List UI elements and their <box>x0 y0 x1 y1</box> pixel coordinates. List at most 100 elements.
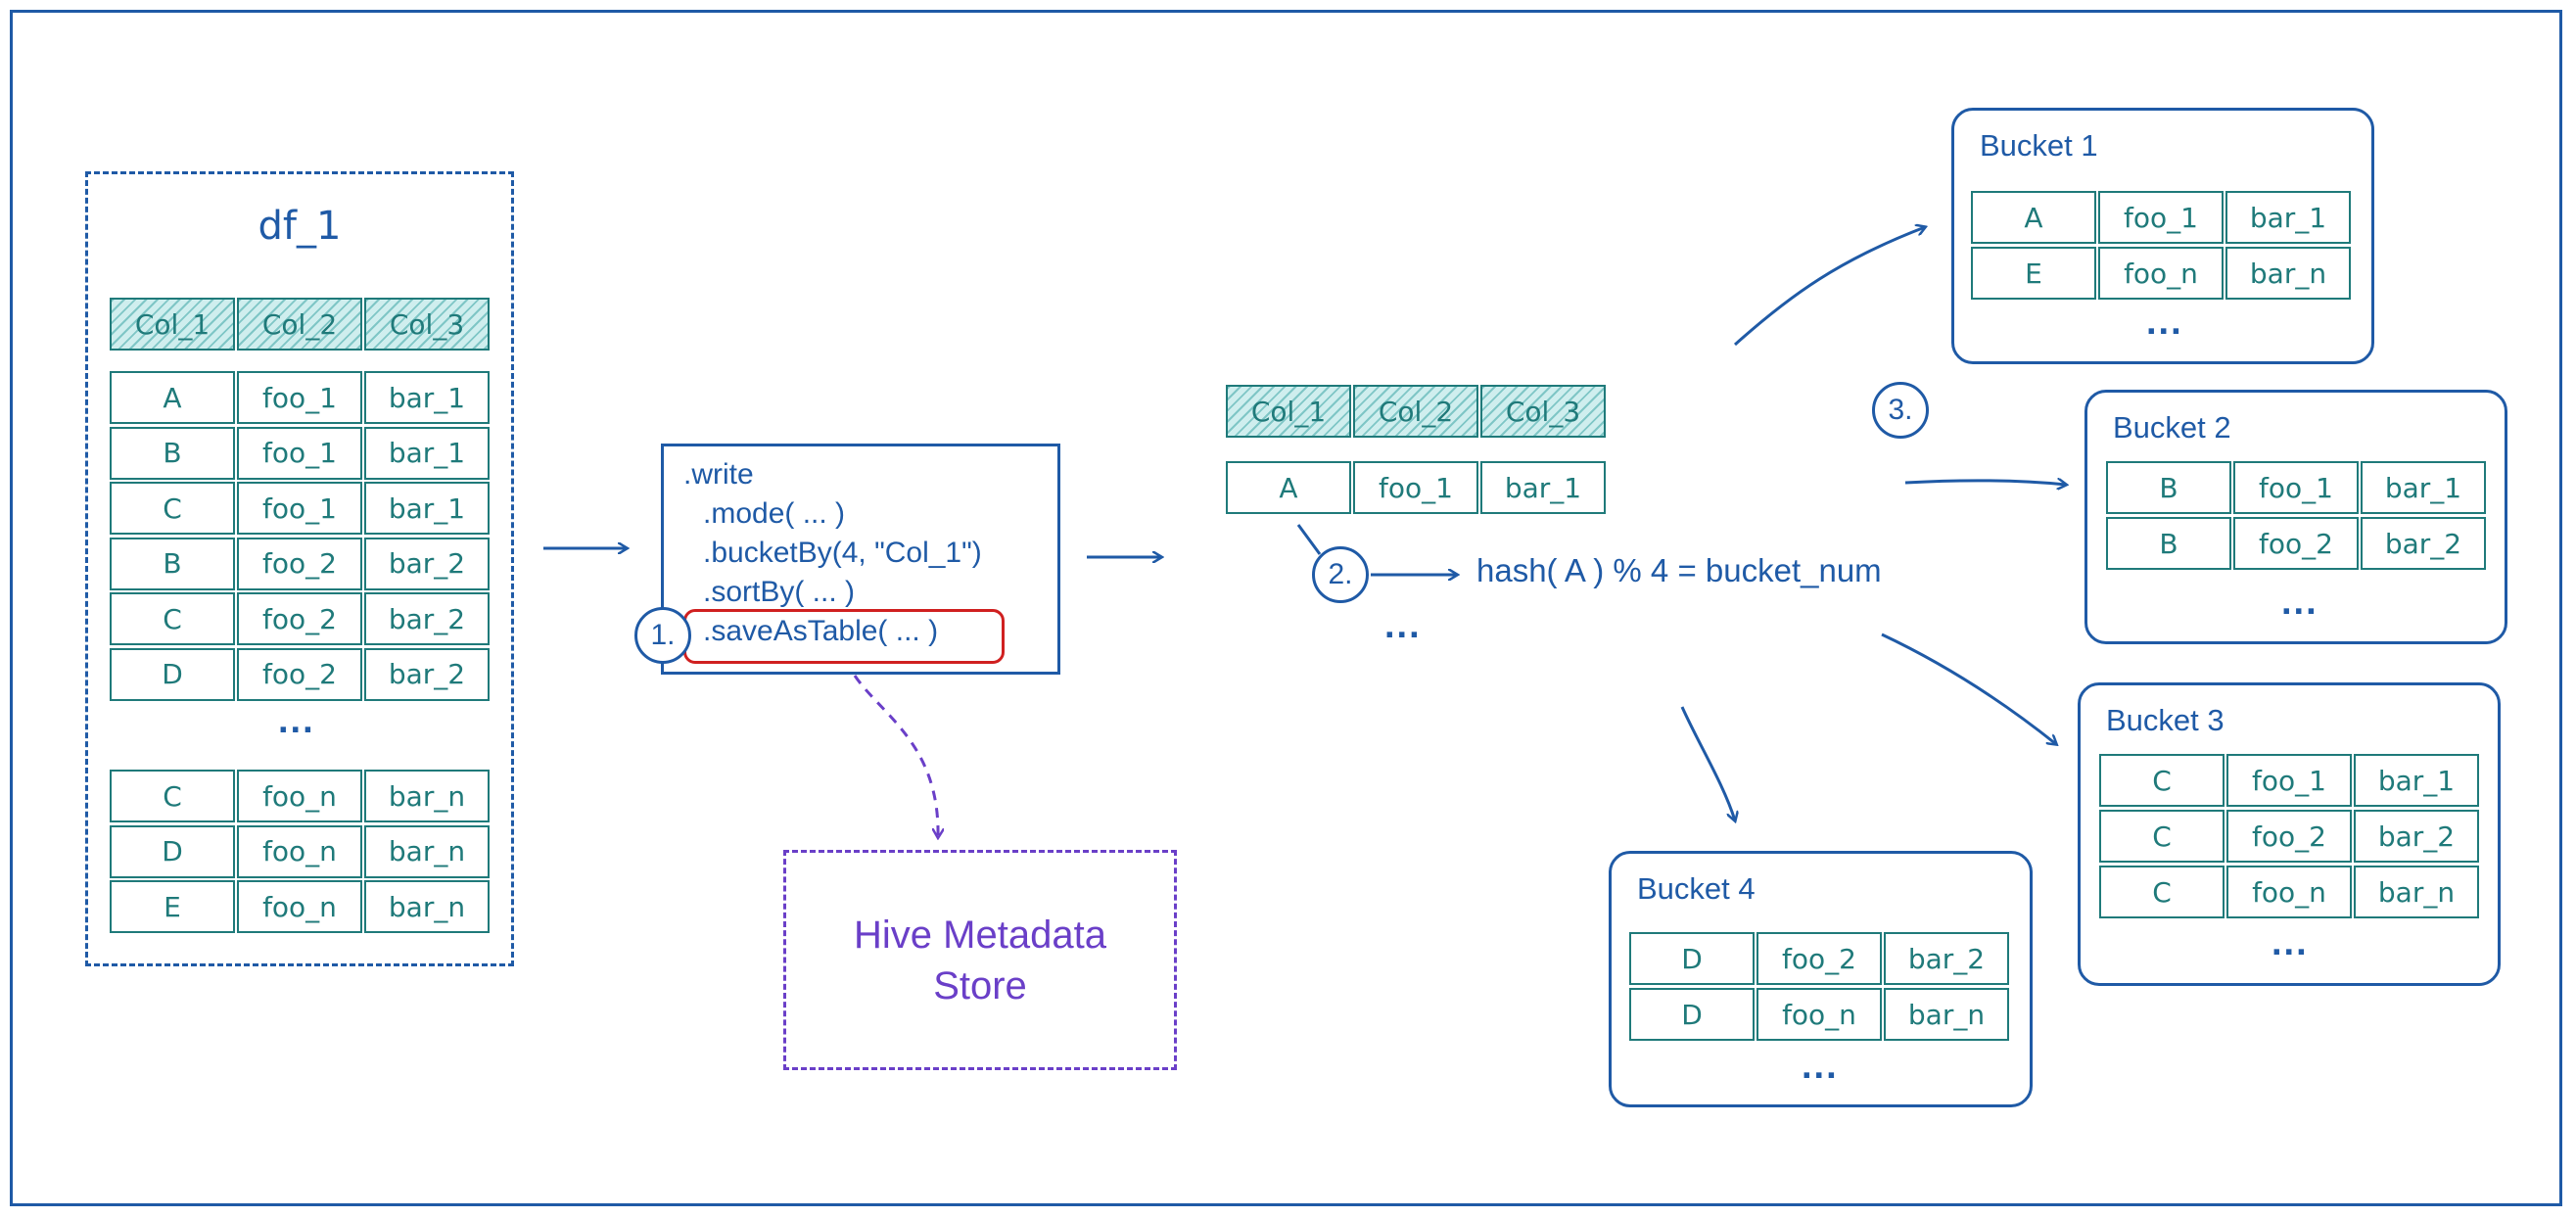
table-cell: B <box>2106 517 2231 570</box>
table-cell: E <box>110 880 235 933</box>
outer-frame <box>10 10 2562 1206</box>
column-header: Col_3 <box>364 298 490 351</box>
table-cell: foo_n <box>237 880 362 933</box>
table-cell: foo_1 <box>2098 191 2224 244</box>
table-cell: foo_1 <box>237 426 362 480</box>
table-cell: bar_1 <box>1480 461 1606 514</box>
column-header: Col_1 <box>110 298 235 351</box>
step-2-marker: 2. <box>1312 546 1369 603</box>
table-cell: A <box>1226 461 1351 514</box>
code-bucketby: .bucketBy(4, "Col_1") <box>703 537 982 569</box>
hive-metadata-store: Hive Metadata Store <box>783 850 1177 1070</box>
hive-line-1: Hive Metadata <box>854 913 1106 957</box>
table-cell: C <box>2099 754 2225 807</box>
bucket-2-title: Bucket 2 <box>2113 410 2231 445</box>
code-write: .write <box>683 458 754 491</box>
arrow-to-bucket-1 <box>1733 227 1925 347</box>
table-cell: bar_2 <box>364 592 490 645</box>
bucket-3-title: Bucket 3 <box>2106 703 2225 737</box>
code-sortby: .sortBy( ... ) <box>703 576 856 608</box>
table-cell: bar_1 <box>364 426 490 480</box>
table-cell: foo_1 <box>2226 754 2352 807</box>
arrow-to-bucket-3 <box>1881 632 2056 744</box>
table-cell: D <box>110 647 235 701</box>
sample-ellipsis: ... <box>1384 605 1422 646</box>
arrow-to-bucket-2 <box>1904 481 2066 485</box>
table-cell: D <box>110 824 235 878</box>
table-cell: A <box>110 371 235 424</box>
step-1-marker: 1. <box>634 607 691 664</box>
table-cell: bar_n <box>364 880 490 933</box>
column-header: Col_3 <box>1480 385 1606 438</box>
table-cell: bar_1 <box>364 482 490 535</box>
table-cell: bar_n <box>1884 988 2009 1041</box>
table-cell: A <box>1971 191 2096 244</box>
bucket-4-title: Bucket 4 <box>1637 871 1756 906</box>
table-cell: bar_2 <box>1884 932 2009 985</box>
column-header: Col_2 <box>237 298 362 351</box>
table-cell: foo_n <box>237 770 362 822</box>
table-cell: foo_2 <box>237 537 362 590</box>
table-cell: bar_2 <box>364 647 490 701</box>
code-saveastable: .saveAsTable( ... ) <box>703 615 939 647</box>
table-cell: B <box>110 426 235 480</box>
table-cell: foo_2 <box>2233 517 2359 570</box>
table-cell: bar_n <box>364 770 490 822</box>
table-cell: bar_1 <box>2354 754 2479 807</box>
table-cell: D <box>1629 988 1755 1041</box>
table-cell: foo_1 <box>237 482 362 535</box>
table-cell: foo_2 <box>237 647 362 701</box>
table-cell: B <box>2106 461 2231 514</box>
table-cell: bar_2 <box>2354 810 2479 863</box>
column-header: Col_1 <box>1226 385 1351 438</box>
dataframe-ellipsis: ... <box>278 700 315 741</box>
bucket-3-ellipsis: ... <box>2272 922 2309 963</box>
table-cell: bar_1 <box>2225 191 2351 244</box>
table-cell: B <box>110 537 235 590</box>
bucket-4-ellipsis: ... <box>1802 1046 1839 1087</box>
bucket-1-ellipsis: ... <box>2146 302 2183 343</box>
table-cell: bar_1 <box>364 371 490 424</box>
table-cell: foo_n <box>2226 866 2352 918</box>
table-cell: foo_2 <box>2226 810 2352 863</box>
bucket-1-title: Bucket 1 <box>1980 128 2098 163</box>
table-cell: foo_1 <box>237 371 362 424</box>
column-header: Col_2 <box>1353 385 1478 438</box>
dataframe-title: df_1 <box>258 204 342 249</box>
table-cell: foo_2 <box>237 592 362 645</box>
table-cell: bar_2 <box>2361 517 2486 570</box>
hash-formula: hash( A ) % 4 = bucket_num <box>1476 552 1882 588</box>
table-cell: C <box>110 592 235 645</box>
table-cell: C <box>2099 866 2225 918</box>
step-3-marker: 3. <box>1872 382 1929 439</box>
table-cell: bar_2 <box>364 537 490 590</box>
table-cell: foo_n <box>2098 247 2224 300</box>
code-box: .write .mode( ... ) .bucketBy(4, "Col_1"… <box>661 444 1060 675</box>
table-cell: bar_n <box>364 824 490 878</box>
table-cell: C <box>2099 810 2225 863</box>
arrow-code-to-hive <box>853 675 938 837</box>
table-cell: bar_n <box>2354 866 2479 918</box>
table-cell: foo_n <box>1756 988 1882 1041</box>
